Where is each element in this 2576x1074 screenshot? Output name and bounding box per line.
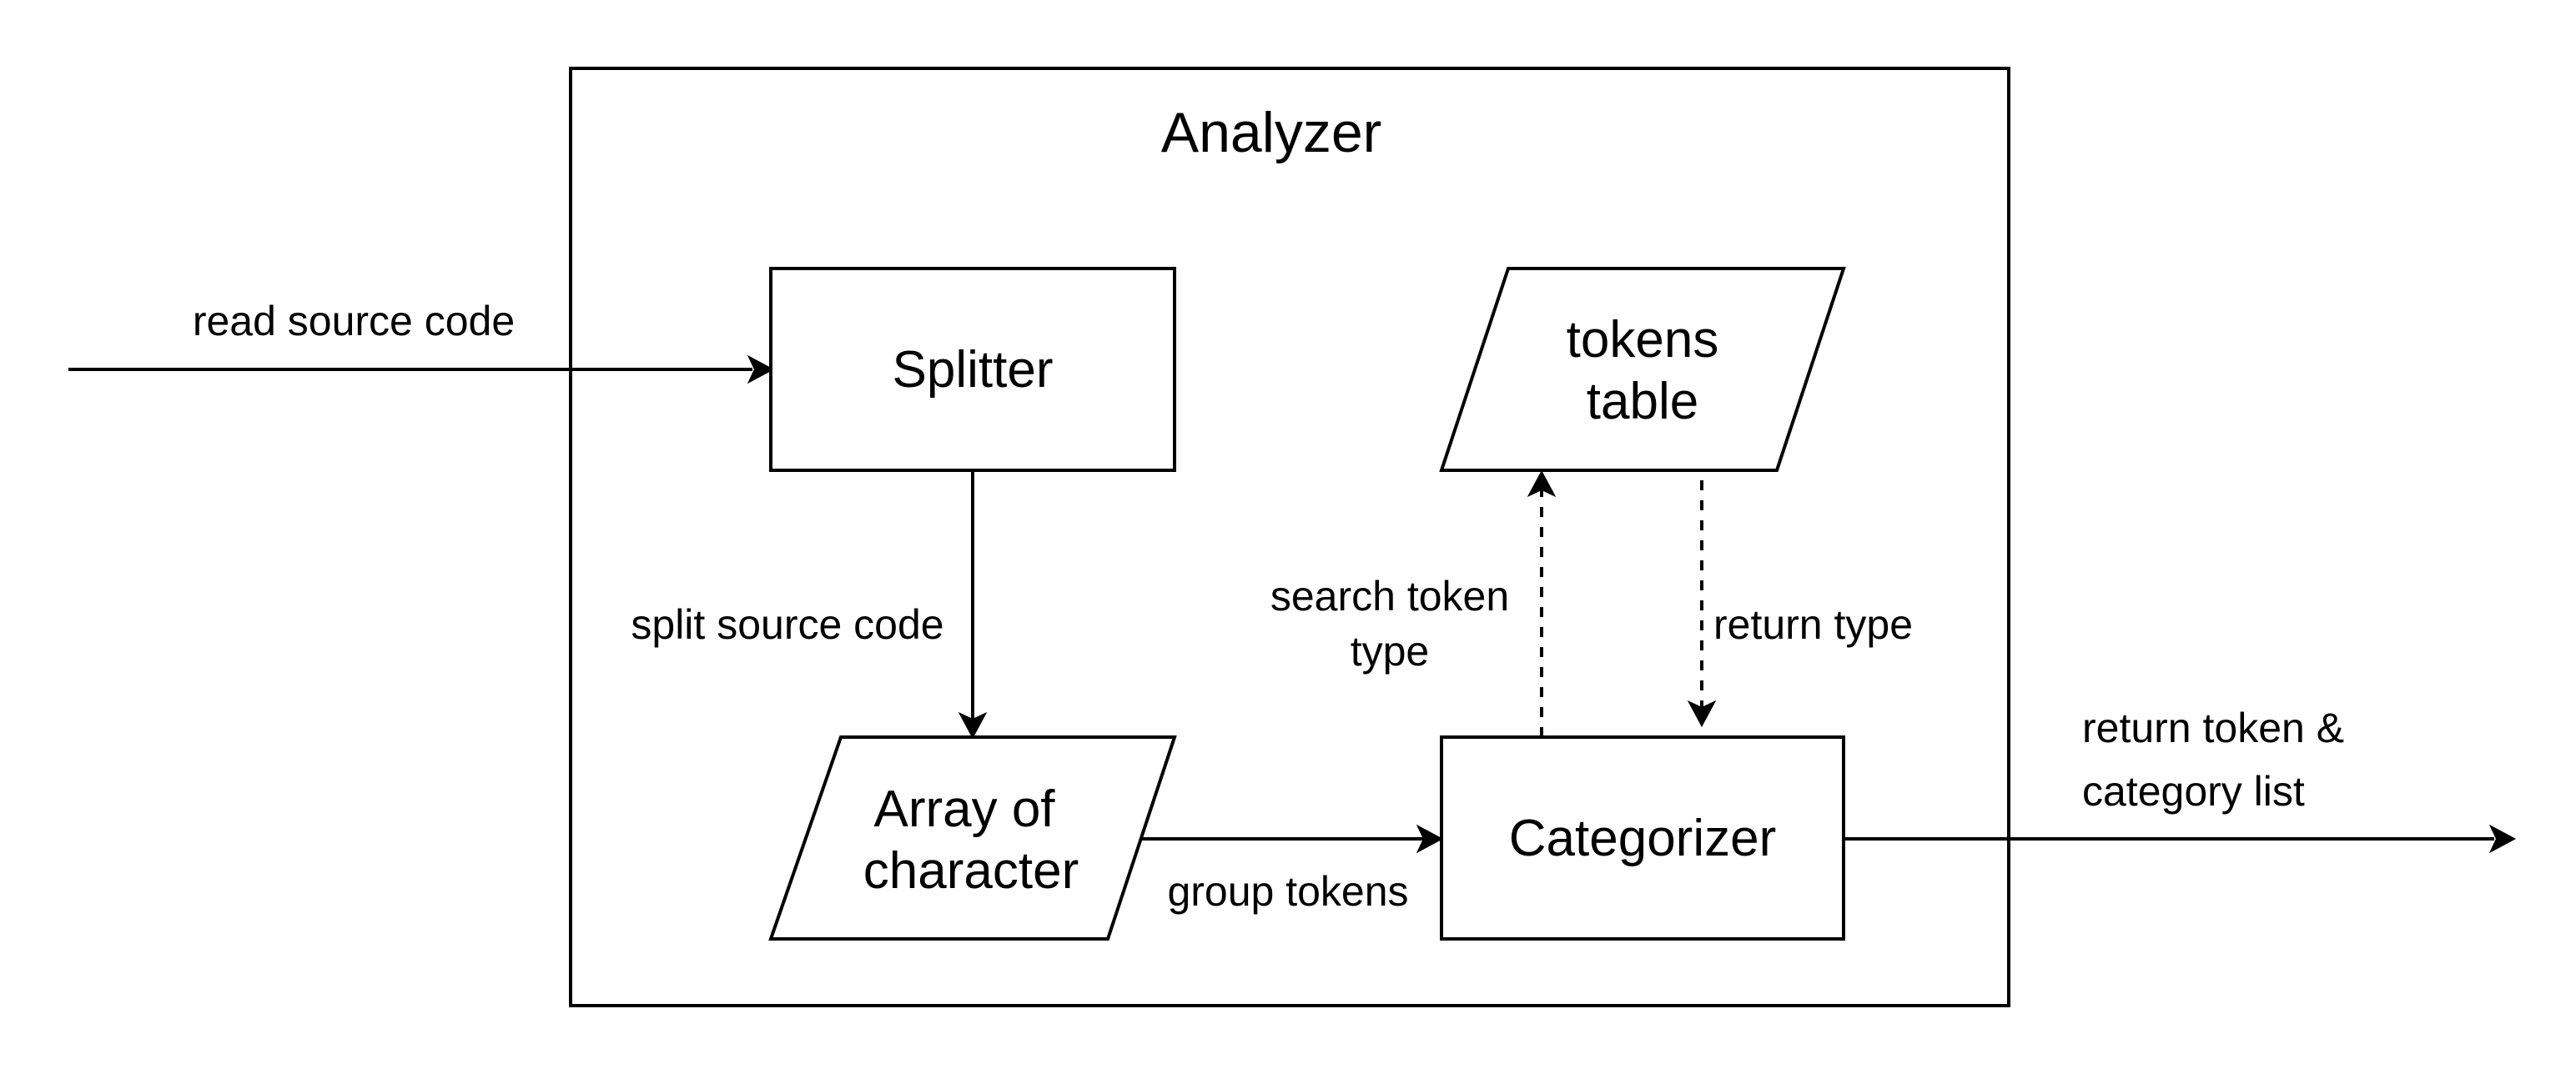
edge-label-split-source-code: split source code xyxy=(631,601,943,648)
edge-read-source-code xyxy=(68,354,775,384)
node-categorizer: Categorizer xyxy=(1440,735,1845,941)
node-tokens-table: tokens table xyxy=(1439,267,1846,472)
edge-label-read-source-code: read source code xyxy=(193,298,515,344)
node-tokens-table-line2: table xyxy=(1587,373,1698,430)
edge-label-group-tokens: group tokens xyxy=(1167,868,1408,915)
edge-search-token-type xyxy=(1527,469,1557,737)
analyzer-frame xyxy=(569,67,2010,1007)
node-splitter: Splitter xyxy=(769,267,1176,472)
edge-label-return-token-list-line2: category list xyxy=(2082,768,2305,815)
edge-split-source-code xyxy=(958,470,988,740)
node-categorizer-label: Categorizer xyxy=(1509,810,1776,867)
edge-label-search-token-type-line1: search token xyxy=(1270,573,1509,620)
edge-return-type xyxy=(1687,480,1717,728)
node-splitter-label: Splitter xyxy=(893,341,1054,399)
node-array-of-character-line1: Array of xyxy=(873,780,1055,838)
node-tokens-table-line1: tokens xyxy=(1567,311,1719,369)
edge-return-token-list xyxy=(1844,824,2517,854)
node-array-of-character: Array of character xyxy=(768,735,1177,941)
edge-label-search-token-type-line2: type xyxy=(1351,628,1430,675)
edge-group-tokens xyxy=(1141,824,1444,854)
analyzer-title: Analyzer xyxy=(1161,101,1382,164)
edge-label-return-token-list-line1: return token & xyxy=(2082,705,2344,751)
node-array-of-character-line2: character xyxy=(863,842,1079,900)
edge-label-return-type: return type xyxy=(1713,601,1913,648)
